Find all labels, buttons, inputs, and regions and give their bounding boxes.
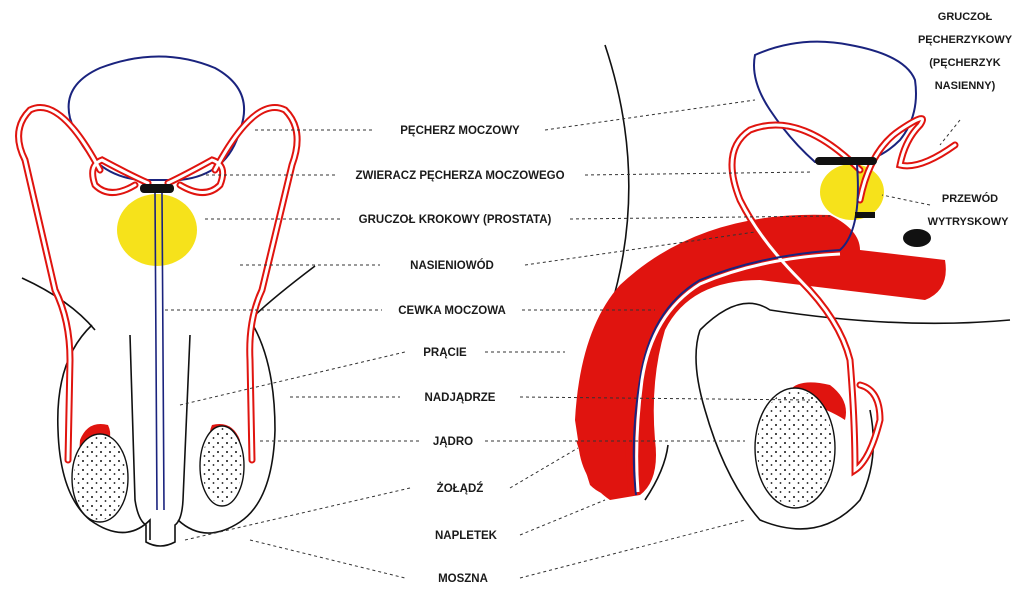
- front-testis-left-dots: [74, 436, 126, 520]
- front-prostate: [117, 194, 197, 266]
- label-epididymis: NADJĄDRZE: [425, 392, 496, 404]
- label-sphincter: ZWIERACZ PĘCHERZA MOCZOWEGO: [355, 170, 564, 182]
- side-view: [575, 42, 1010, 529]
- right-labels: GRUCZOŁ PĘCHERZYKOWY (PĘCHERZYK NASIENNY…: [918, 11, 1013, 228]
- side-prostate: [820, 164, 884, 220]
- side-bulbourethral: [903, 229, 931, 247]
- side-glans: [576, 440, 628, 496]
- front-testis-right-dots: [202, 428, 242, 504]
- label-vas-deferens: NASIENIOWÓD: [410, 259, 494, 272]
- label-glans: ŻOŁĄDŹ: [437, 482, 484, 495]
- label-seminal-3: (PĘCHERZYK: [929, 57, 1001, 69]
- label-penis: PRĄCIE: [423, 347, 467, 359]
- side-ejaculatory-mark: [855, 212, 875, 218]
- label-ejaculatory-2: WYTRYSKOWY: [928, 216, 1010, 228]
- front-view: [19, 57, 315, 547]
- front-sphincter: [140, 184, 174, 193]
- side-sphincter: [815, 157, 877, 165]
- center-labels: PĘCHERZ MOCZOWY ZWIERACZ PĘCHERZA MOCZOW…: [355, 125, 564, 585]
- side-thigh-outline: [700, 303, 1010, 330]
- side-testis-dots: [757, 390, 833, 506]
- label-prostate: GRUCZOŁ KROKOWY (PROSTATA): [359, 214, 552, 226]
- front-penis-outline: [130, 335, 190, 546]
- label-seminal-4: NASIENNY): [935, 80, 996, 92]
- label-urethra: CEWKA MOCZOWA: [398, 305, 506, 317]
- label-testis: JĄDRO: [433, 436, 473, 448]
- label-foreskin: NAPLETEK: [435, 530, 498, 542]
- label-ejaculatory-1: PRZEWÓD: [942, 192, 998, 205]
- label-bladder: PĘCHERZ MOCZOWY: [400, 125, 520, 137]
- label-seminal-1: GRUCZOŁ: [938, 11, 993, 23]
- label-seminal-2: PĘCHERZYKOWY: [918, 34, 1013, 46]
- label-scrotum: MOSZNA: [438, 573, 488, 585]
